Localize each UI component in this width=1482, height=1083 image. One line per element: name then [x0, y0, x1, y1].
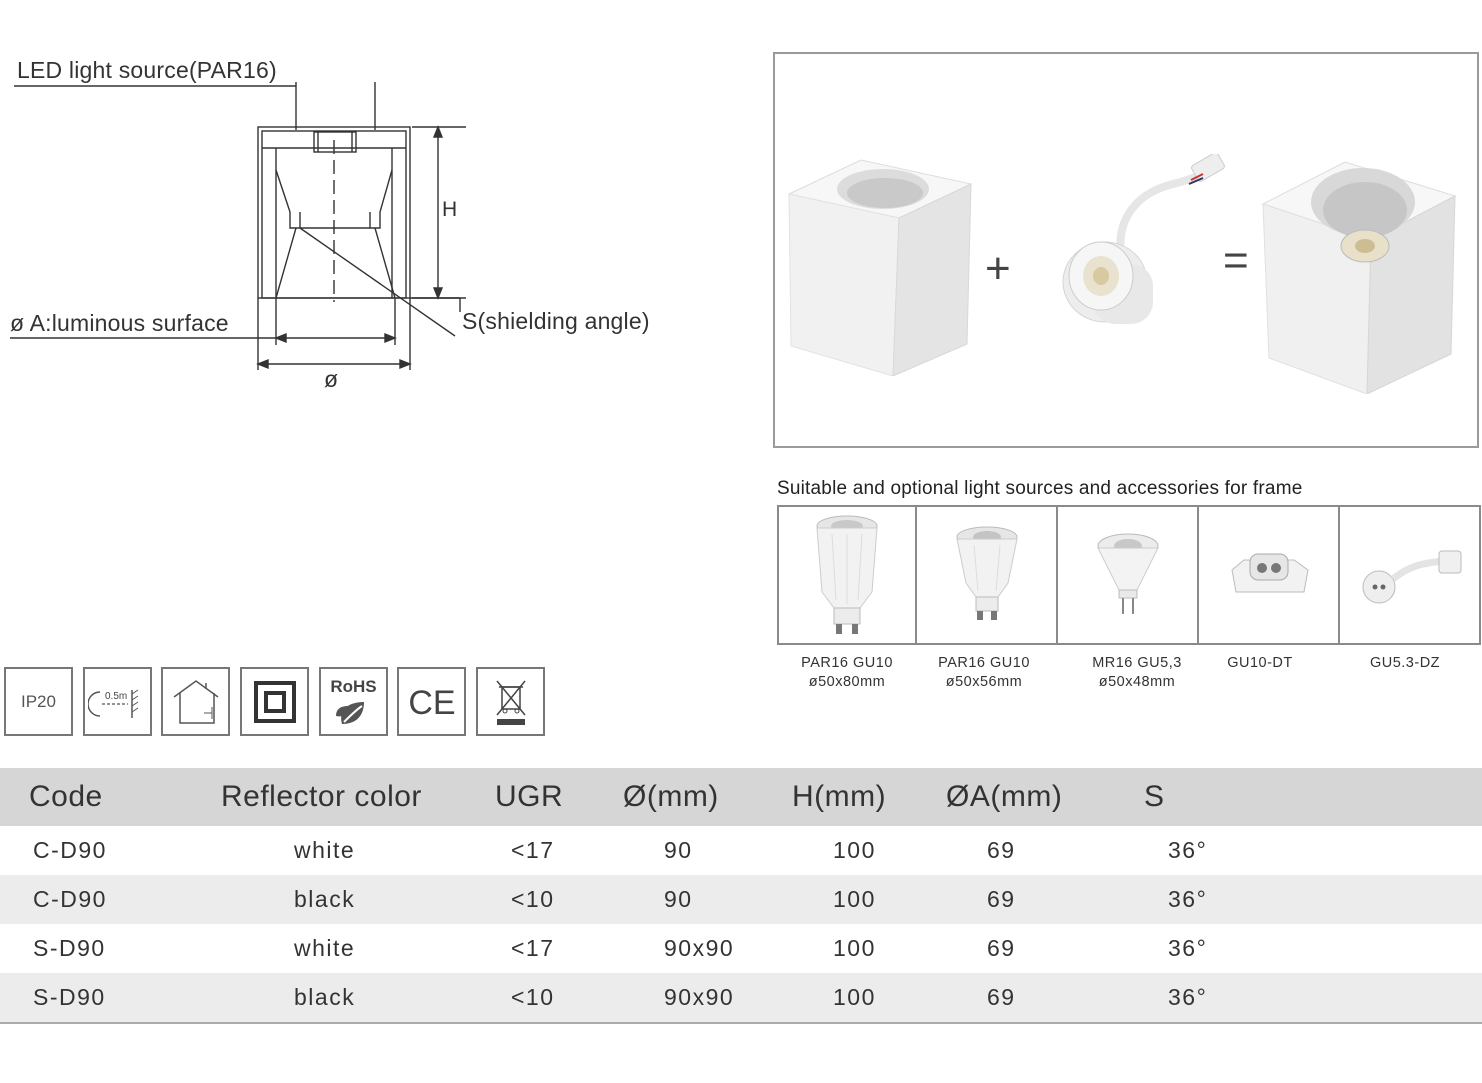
accessory-type: MR16 GU5,3 — [1092, 655, 1182, 671]
crossed-bin-icon — [495, 680, 526, 725]
ip-rating-text: IP20 — [21, 691, 56, 711]
indoor-use-badge — [161, 667, 230, 736]
accessory-cell — [1340, 505, 1481, 645]
cell-height: 100 — [833, 935, 876, 961]
assembled-fixture-icon — [1261, 161, 1457, 394]
diameter-label: ø — [324, 366, 339, 392]
distance-badge: 0.5m — [83, 667, 152, 736]
cell-color: black — [221, 875, 495, 924]
table-row: C-D90 white <17 90 100 69 36° — [0, 826, 1482, 875]
table-row: S-D90 white <17 90x90 100 69 36° — [0, 924, 1482, 973]
accessory-type: PAR16 GU10 — [938, 655, 1030, 671]
distance-value: 0.5m — [105, 691, 127, 702]
technical-drawing: LED light source(PAR16) H ø A:luminous s… — [0, 40, 700, 400]
distance-icon: 0.5m — [87, 689, 138, 718]
header-reflector-color: Reflector color — [221, 768, 495, 826]
accessory-caption: GU10-DT — [1190, 654, 1330, 673]
cell-luminous: 69 — [987, 935, 1016, 961]
light-source-label: LED light source(PAR16) — [17, 57, 277, 83]
cell-luminous: 69 — [987, 837, 1016, 863]
plus-sign: + — [985, 244, 1011, 293]
cell-ugr: <10 — [495, 973, 623, 1024]
height-label: H — [442, 198, 458, 221]
header-code: Code — [0, 768, 221, 826]
header-diameter: Ø(mm) — [623, 768, 792, 826]
par16-gu10-short-lamp-icon — [955, 526, 1018, 620]
ce-badge: CE — [397, 667, 466, 736]
header-height: H(mm) — [792, 768, 946, 826]
accessory-caption: GU5.3-DZ — [1335, 654, 1475, 673]
cell-diameter: 90x90 — [623, 973, 792, 1024]
cell-ugr: <17 — [511, 837, 555, 863]
cell-angle: 36° — [1168, 935, 1208, 961]
accessory-caption: PAR16 GU10 ø50x56mm — [914, 654, 1054, 692]
fixture-cross-section — [10, 82, 466, 370]
spec-table: Code Reflector color UGR Ø(mm) H(mm) ØA(… — [0, 768, 1482, 1024]
accessory-type: GU5.3-DZ — [1369, 655, 1441, 671]
par16-gu10-long-lamp-icon — [816, 515, 878, 634]
cell-code: S-D90 — [33, 935, 106, 961]
rohs-text: RoHS — [330, 676, 377, 696]
assembly-illustration: + = — [773, 52, 1479, 448]
equals-sign: = — [1223, 236, 1249, 285]
lamp-module-icon — [1062, 154, 1225, 324]
double-insulation-icon — [253, 680, 296, 723]
cell-color: white — [294, 935, 356, 961]
accessory-caption: PAR16 GU10 ø50x80mm — [777, 654, 917, 692]
cell-diameter: 90 — [664, 837, 693, 863]
shielding-angle-label: S(shielding angle) — [462, 308, 650, 334]
cell-color: black — [221, 973, 495, 1024]
table-row: C-D90 black <10 90 100 69 36° — [0, 875, 1482, 924]
weee-badge — [476, 667, 545, 736]
cell-angle: 36° — [1144, 875, 1482, 924]
table-header-row: Code Reflector color UGR Ø(mm) H(mm) ØA(… — [0, 768, 1482, 826]
ce-mark-icon: CE — [408, 684, 455, 720]
cell-code: C-D90 — [0, 875, 221, 924]
table-row: S-D90 black <10 90x90 100 69 36° — [0, 973, 1482, 1024]
accessory-cell — [777, 505, 917, 645]
cell-color: white — [294, 837, 356, 863]
header-luminous-diameter: ØA(mm) — [946, 768, 1144, 826]
cell-code: C-D90 — [33, 837, 107, 863]
cell-angle: 36° — [1168, 837, 1208, 863]
cell-ugr: <17 — [511, 935, 555, 961]
accessory-cell — [917, 505, 1058, 645]
accessory-cell — [1058, 505, 1199, 645]
leaf-icon — [335, 701, 364, 724]
cell-diameter: 90 — [623, 875, 792, 924]
accessory-cell — [1199, 505, 1340, 645]
mr16-gu53-lamp-icon — [1096, 533, 1159, 614]
class-ii-badge — [240, 667, 309, 736]
accessories-grid — [777, 505, 1481, 647]
accessory-caption: MR16 GU5,3 ø50x48mm — [1067, 654, 1207, 692]
ce-text: CE — [408, 684, 455, 720]
accessory-type: GU10-DT — [1227, 655, 1293, 671]
cell-luminous: 69 — [946, 973, 1144, 1024]
accessory-size: ø50x80mm — [808, 674, 886, 690]
cell-diameter: 90x90 — [664, 935, 735, 961]
accessory-type: PAR16 GU10 — [801, 655, 893, 671]
accessories-title: Suitable and optional light sources and … — [777, 478, 1303, 499]
gu53-socket-cable-icon — [1362, 550, 1461, 604]
ip20-badge: IP20 — [4, 667, 73, 736]
rohs-badge: RoHS — [319, 667, 388, 736]
header-shielding-angle: S — [1144, 768, 1482, 826]
gu10-socket-icon — [1230, 553, 1309, 593]
house-icon — [173, 679, 218, 724]
cell-luminous: 69 — [946, 875, 1144, 924]
cell-angle: 36° — [1144, 973, 1482, 1024]
cell-height: 100 — [792, 973, 946, 1024]
cell-ugr: <10 — [495, 875, 623, 924]
accessory-size: ø50x48mm — [1098, 674, 1176, 690]
luminous-surface-label: ø A:luminous surface — [10, 310, 229, 336]
header-ugr: UGR — [495, 768, 623, 826]
accessory-size: ø50x56mm — [945, 674, 1023, 690]
cell-height: 100 — [833, 837, 876, 863]
cell-height: 100 — [792, 875, 946, 924]
frame-cube-icon — [787, 159, 973, 376]
cell-code: S-D90 — [0, 973, 221, 1024]
